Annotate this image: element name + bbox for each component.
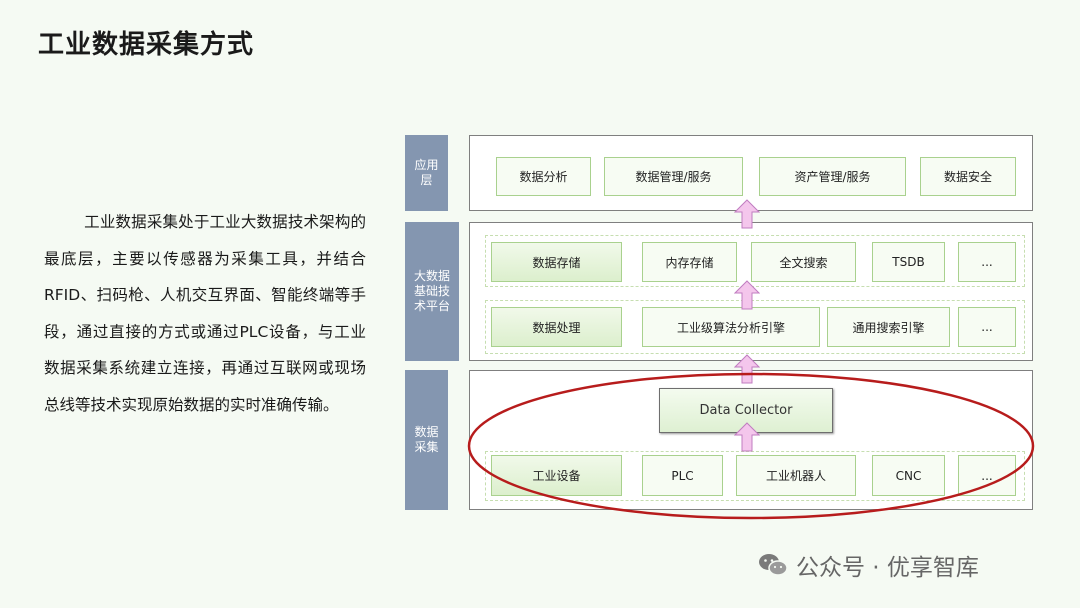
storage-item-full-text-search: 全文搜索	[751, 242, 856, 282]
app-item-asset-management: 资产管理/服务	[759, 157, 906, 196]
processing-item-more: ...	[958, 307, 1016, 347]
side-label-collection: 数据采集	[405, 370, 448, 510]
device-item-plc: PLC	[642, 455, 723, 496]
side-label-application-text: 应用层	[414, 158, 439, 187]
highlight-ellipse	[467, 372, 1035, 520]
processing-item-algorithm-engine: 工业级算法分析引擎	[642, 307, 820, 347]
device-item-industrial-equipment: 工业设备	[491, 455, 622, 496]
app-item-data-analysis: 数据分析	[496, 157, 591, 196]
description-text: 工业数据采集处于工业大数据技术架构的最底层，主要以传感器为采集工具，并结合RFI…	[44, 213, 366, 414]
page-title: 工业数据采集方式	[38, 30, 255, 60]
device-item-cnc: CNC	[872, 455, 945, 496]
processing-item-data-processing: 数据处理	[491, 307, 622, 347]
storage-row-frame	[485, 235, 1025, 287]
storage-item-more: ...	[958, 242, 1016, 282]
devices-row-frame	[485, 451, 1025, 501]
up-arrow-icon	[734, 354, 760, 384]
processing-row-frame	[485, 300, 1025, 354]
storage-item-data-storage: 数据存储	[491, 242, 622, 282]
watermark: 公众号 · 优享智库	[758, 548, 979, 582]
side-label-collection-text: 数据采集	[414, 425, 439, 454]
app-item-data-security: 数据安全	[920, 157, 1016, 196]
app-item-data-management: 数据管理/服务	[604, 157, 743, 196]
side-label-platform-text: 大数据基础技术平台	[413, 269, 450, 313]
up-arrow-icon	[734, 422, 760, 452]
side-label-application: 应用层	[405, 135, 448, 211]
storage-item-tsdb: TSDB	[872, 242, 945, 282]
side-label-platform: 大数据基础技术平台	[405, 222, 459, 361]
watermark-text: 公众号 · 优享智库	[796, 555, 979, 581]
device-item-industrial-robot: 工业机器人	[736, 455, 856, 496]
storage-item-memory-storage: 内存存储	[642, 242, 737, 282]
processing-item-search-engine: 通用搜索引擎	[827, 307, 950, 347]
up-arrow-icon	[734, 280, 760, 310]
up-arrow-icon	[734, 199, 760, 229]
wechat-icon	[759, 554, 788, 576]
description-paragraph: 工业数据采集处于工业大数据技术架构的最底层，主要以传感器为采集工具，并结合RFI…	[44, 204, 366, 423]
